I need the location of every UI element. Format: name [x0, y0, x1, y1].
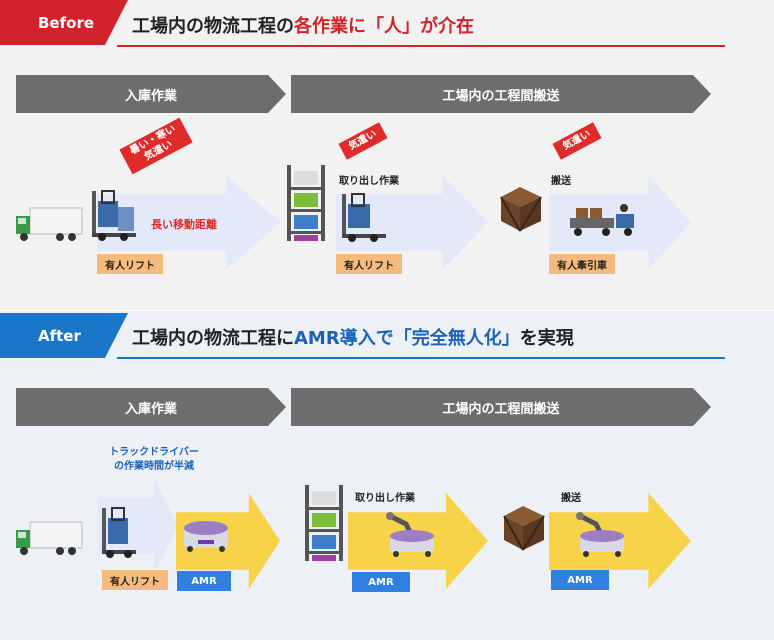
before-heading-highlight: 各作業に「人」が介在: [294, 16, 474, 37]
crate-icon: [500, 187, 542, 232]
robot-arm-amr-icon: [576, 512, 624, 557]
before-heading-rule: [117, 45, 725, 47]
shelf-icon: [305, 485, 343, 561]
after-phase-transport: 工場内の工程間搬送: [291, 388, 711, 426]
after-heading-prefix: 工場内の物流工程に: [132, 328, 294, 349]
after-pickup-label: 取り出し作業: [355, 493, 415, 504]
long-distance-text: 長い移動距離: [151, 218, 217, 231]
before-pickup-label: 取り出し作業: [339, 176, 399, 187]
driver-time-note: トラックドライバーの作業時間が半減: [84, 446, 224, 474]
shelf-icon: [287, 165, 325, 241]
forklift-pickup-icon: [342, 193, 386, 242]
amr-label-2: AMR: [352, 572, 410, 592]
manned-lift-label-2: 有人リフト: [336, 254, 402, 274]
after-manned-lift-label: 有人リフト: [102, 570, 168, 590]
driver-note-line1: トラックドライバー: [109, 447, 199, 458]
forklift-icon: [102, 507, 136, 558]
after-heading-highlight: AMR導入で「完全無人化」: [294, 328, 520, 349]
truck-icon: [16, 207, 83, 241]
before-heading-prefix: 工場内の物流工程の: [132, 16, 294, 37]
after-transport-label: 搬送: [561, 493, 581, 504]
after-phase-inbound: 入庫作業: [16, 388, 286, 426]
crate-icon: [503, 506, 545, 551]
amr-label-1: AMR: [177, 571, 231, 591]
after-heading-suffix: を実現: [519, 328, 574, 349]
manned-tractor-label: 有人牽引車: [549, 254, 615, 274]
amr-label-3: AMR: [551, 570, 609, 590]
before-heading: 工場内の物流工程の各作業に「人」が介在: [132, 12, 474, 38]
manned-lift-label-1: 有人リフト: [97, 254, 163, 274]
tractor-icon: [570, 204, 634, 236]
forklift-icon: [92, 190, 136, 241]
amr-robot-icon: [184, 521, 228, 552]
after-heading-rule: [117, 357, 725, 359]
before-tag: Before: [0, 0, 128, 45]
after-tag: After: [0, 313, 128, 358]
before-phase-inbound: 入庫作業: [16, 75, 286, 113]
after-heading: 工場内の物流工程にAMR導入で「完全無人化」を実現: [132, 324, 574, 350]
before-transport-label: 搬送: [551, 176, 571, 187]
before-phase-transport: 工場内の工程間搬送: [291, 75, 711, 113]
driver-note-line2: の作業時間が半減: [114, 461, 194, 472]
robot-arm-amr-icon: [386, 512, 434, 557]
truck-icon: [16, 521, 83, 555]
